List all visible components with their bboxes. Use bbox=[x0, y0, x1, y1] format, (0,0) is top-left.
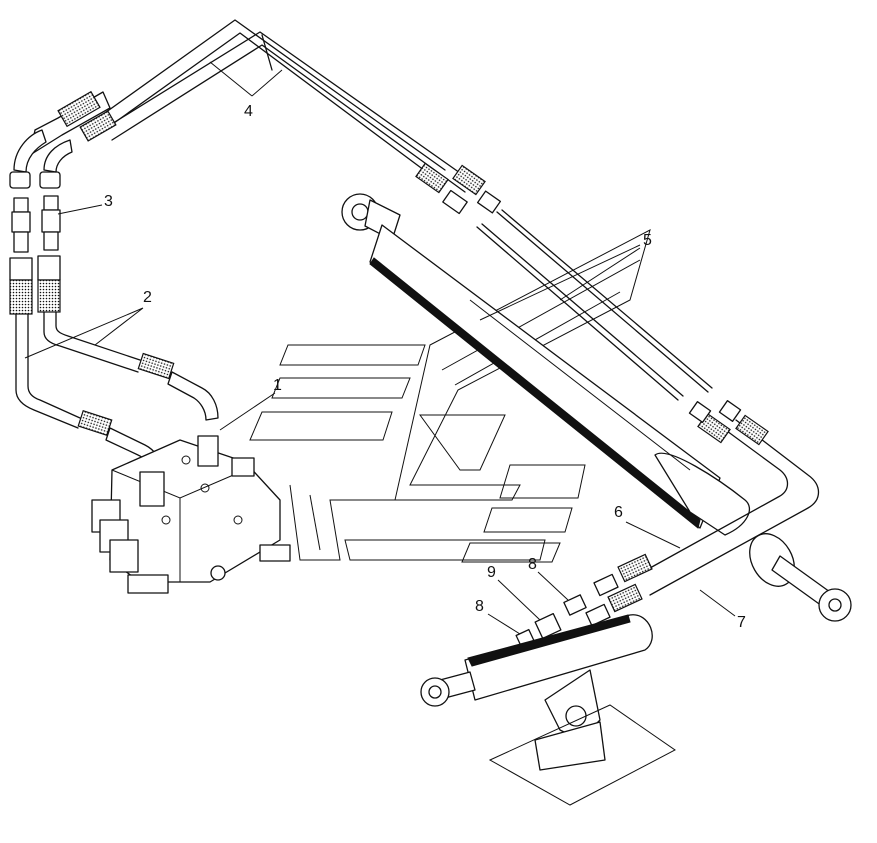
control-valve-block bbox=[91, 435, 291, 594]
callout-labels: 1 2 3 4 5 6 7 8 8 9 bbox=[24, 61, 746, 635]
hose-ends-2 bbox=[9, 255, 61, 315]
hydraulic-cylinder-upper bbox=[341, 193, 750, 536]
leader-5 bbox=[479, 244, 641, 321]
callout-3: 3 bbox=[104, 193, 113, 210]
callout-8-upper: 8 bbox=[528, 556, 537, 573]
cylinder-rod-end-right bbox=[749, 533, 852, 622]
hose-end-fittings-upper bbox=[415, 162, 502, 215]
leader-7 bbox=[699, 589, 736, 617]
leader-3 bbox=[57, 204, 103, 215]
leader-9 bbox=[497, 579, 541, 621]
callout-5: 5 bbox=[643, 232, 652, 249]
callout-6: 6 bbox=[614, 504, 623, 521]
callout-1: 1 bbox=[273, 377, 282, 394]
callout-9: 9 bbox=[487, 564, 496, 581]
callout-4: 4 bbox=[244, 103, 253, 120]
callout-7: 7 bbox=[737, 614, 746, 631]
leader-2 bbox=[24, 307, 144, 359]
callout-2: 2 bbox=[143, 289, 152, 306]
leader-8-lower bbox=[487, 613, 521, 635]
rigid-tubes-5 bbox=[476, 209, 713, 401]
fittings-8-9 bbox=[515, 594, 587, 648]
leader-8-upper bbox=[537, 571, 569, 601]
leader-4 bbox=[209, 61, 283, 97]
callout-8-lower: 8 bbox=[475, 598, 484, 615]
leader-6 bbox=[625, 521, 681, 549]
chevron-logo-outline bbox=[249, 229, 651, 563]
hydraulic-cylinder-lower bbox=[420, 614, 676, 806]
elbow-fitting-left bbox=[9, 90, 117, 189]
leader-1 bbox=[219, 392, 276, 431]
hoses-6-7 bbox=[585, 400, 820, 627]
adapter-fittings-3 bbox=[11, 195, 61, 253]
hose-pair-4 bbox=[94, 19, 471, 193]
